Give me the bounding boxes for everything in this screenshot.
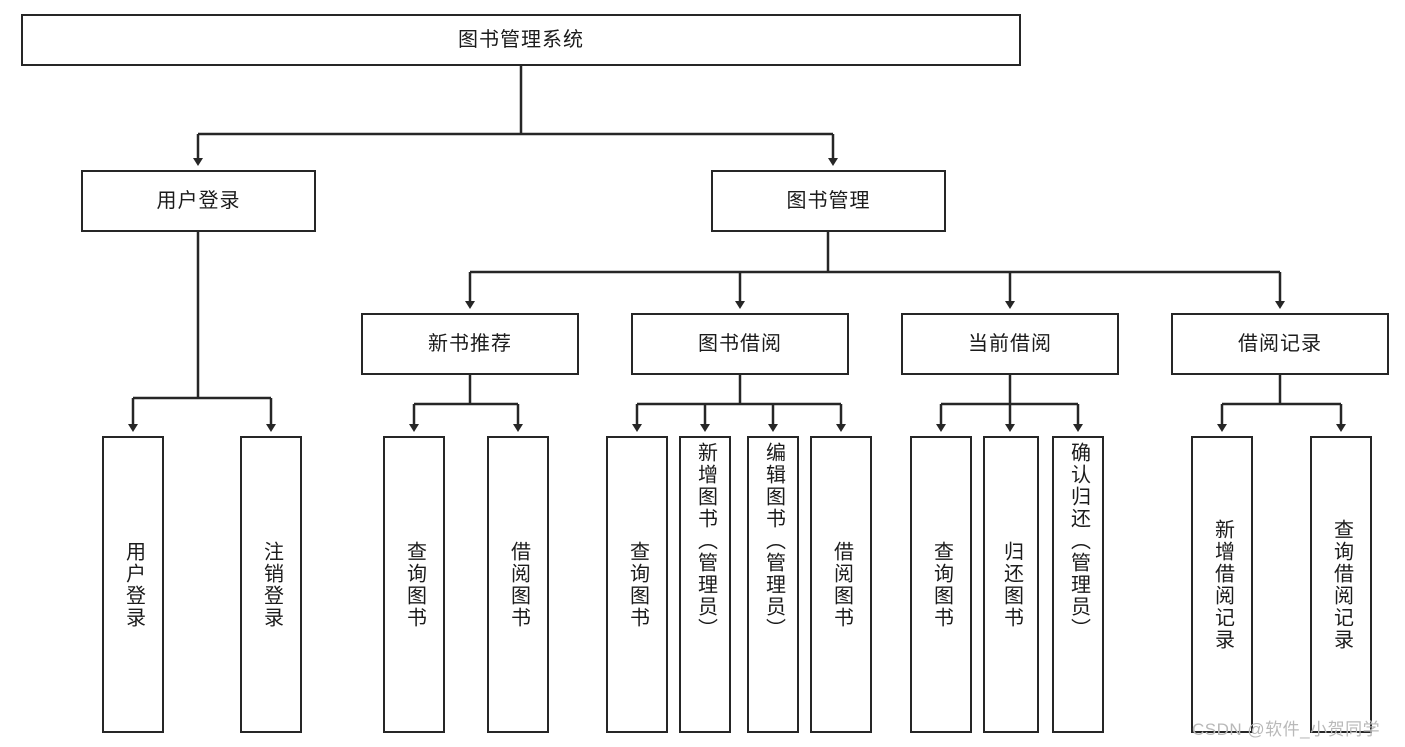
leaf-query-borrow-record[interactable]: 查询借阅记录 — [1310, 436, 1372, 733]
watermark-text: CSDN @软件_小贺同学 — [1192, 720, 1381, 739]
node-book-management-label: 图书管理 — [786, 190, 871, 212]
leaf-confirm-return-admin[interactable]: 确认归还（管理员） — [1052, 436, 1104, 733]
leaf-borrow-book-new-label: 借阅图书 — [507, 540, 530, 629]
leaf-query-book-new[interactable]: 查询图书 — [383, 436, 445, 733]
leaf-query-book-current[interactable]: 查询图书 — [910, 436, 972, 733]
node-new-book-recommend[interactable]: 新书推荐 — [361, 313, 579, 375]
leaf-add-book-admin[interactable]: 新增图书（管理员） — [679, 436, 731, 733]
leaf-add-borrow-record[interactable]: 新增借阅记录 — [1191, 436, 1253, 733]
leaf-logout[interactable]: 注销登录 — [240, 436, 302, 733]
leaf-user-login[interactable]: 用户登录 — [102, 436, 164, 733]
leaf-logout-label: 注销登录 — [260, 540, 283, 629]
node-book-borrow-label: 图书借阅 — [698, 333, 782, 355]
leaf-edit-book-admin-label: 编辑图书（管理员） — [762, 442, 785, 640]
leaf-add-borrow-record-label: 新增借阅记录 — [1211, 518, 1234, 651]
leaf-query-borrow-record-label: 查询借阅记录 — [1330, 518, 1353, 651]
node-user-login[interactable]: 用户登录 — [81, 170, 316, 232]
node-book-borrow[interactable]: 图书借阅 — [631, 313, 849, 375]
leaf-confirm-return-admin-label: 确认归还（管理员） — [1067, 442, 1090, 640]
node-root-label: 图书管理系统 — [458, 29, 584, 51]
node-borrow-record-label: 借阅记录 — [1238, 333, 1322, 355]
leaf-return-book[interactable]: 归还图书 — [983, 436, 1039, 733]
leaf-query-book-borrow[interactable]: 查询图书 — [606, 436, 668, 733]
leaf-user-login-label: 用户登录 — [122, 540, 145, 629]
node-current-borrow[interactable]: 当前借阅 — [901, 313, 1119, 375]
leaf-edit-book-admin[interactable]: 编辑图书（管理员） — [747, 436, 799, 733]
node-new-book-recommend-label: 新书推荐 — [428, 333, 512, 355]
leaf-query-book-borrow-label: 查询图书 — [626, 540, 649, 629]
leaf-add-book-admin-label: 新增图书（管理员） — [694, 442, 717, 640]
node-root[interactable]: 图书管理系统 — [21, 14, 1021, 66]
leaf-borrow-book-label: 借阅图书 — [830, 540, 853, 629]
leaf-return-book-label: 归还图书 — [1000, 540, 1023, 629]
leaf-query-book-new-label: 查询图书 — [403, 540, 426, 629]
leaf-borrow-book[interactable]: 借阅图书 — [810, 436, 872, 733]
leaf-query-book-current-label: 查询图书 — [930, 540, 953, 629]
node-user-login-label: 用户登录 — [156, 190, 241, 212]
node-borrow-record[interactable]: 借阅记录 — [1171, 313, 1389, 375]
node-current-borrow-label: 当前借阅 — [968, 333, 1052, 355]
leaf-borrow-book-new[interactable]: 借阅图书 — [487, 436, 549, 733]
node-book-management[interactable]: 图书管理 — [711, 170, 946, 232]
